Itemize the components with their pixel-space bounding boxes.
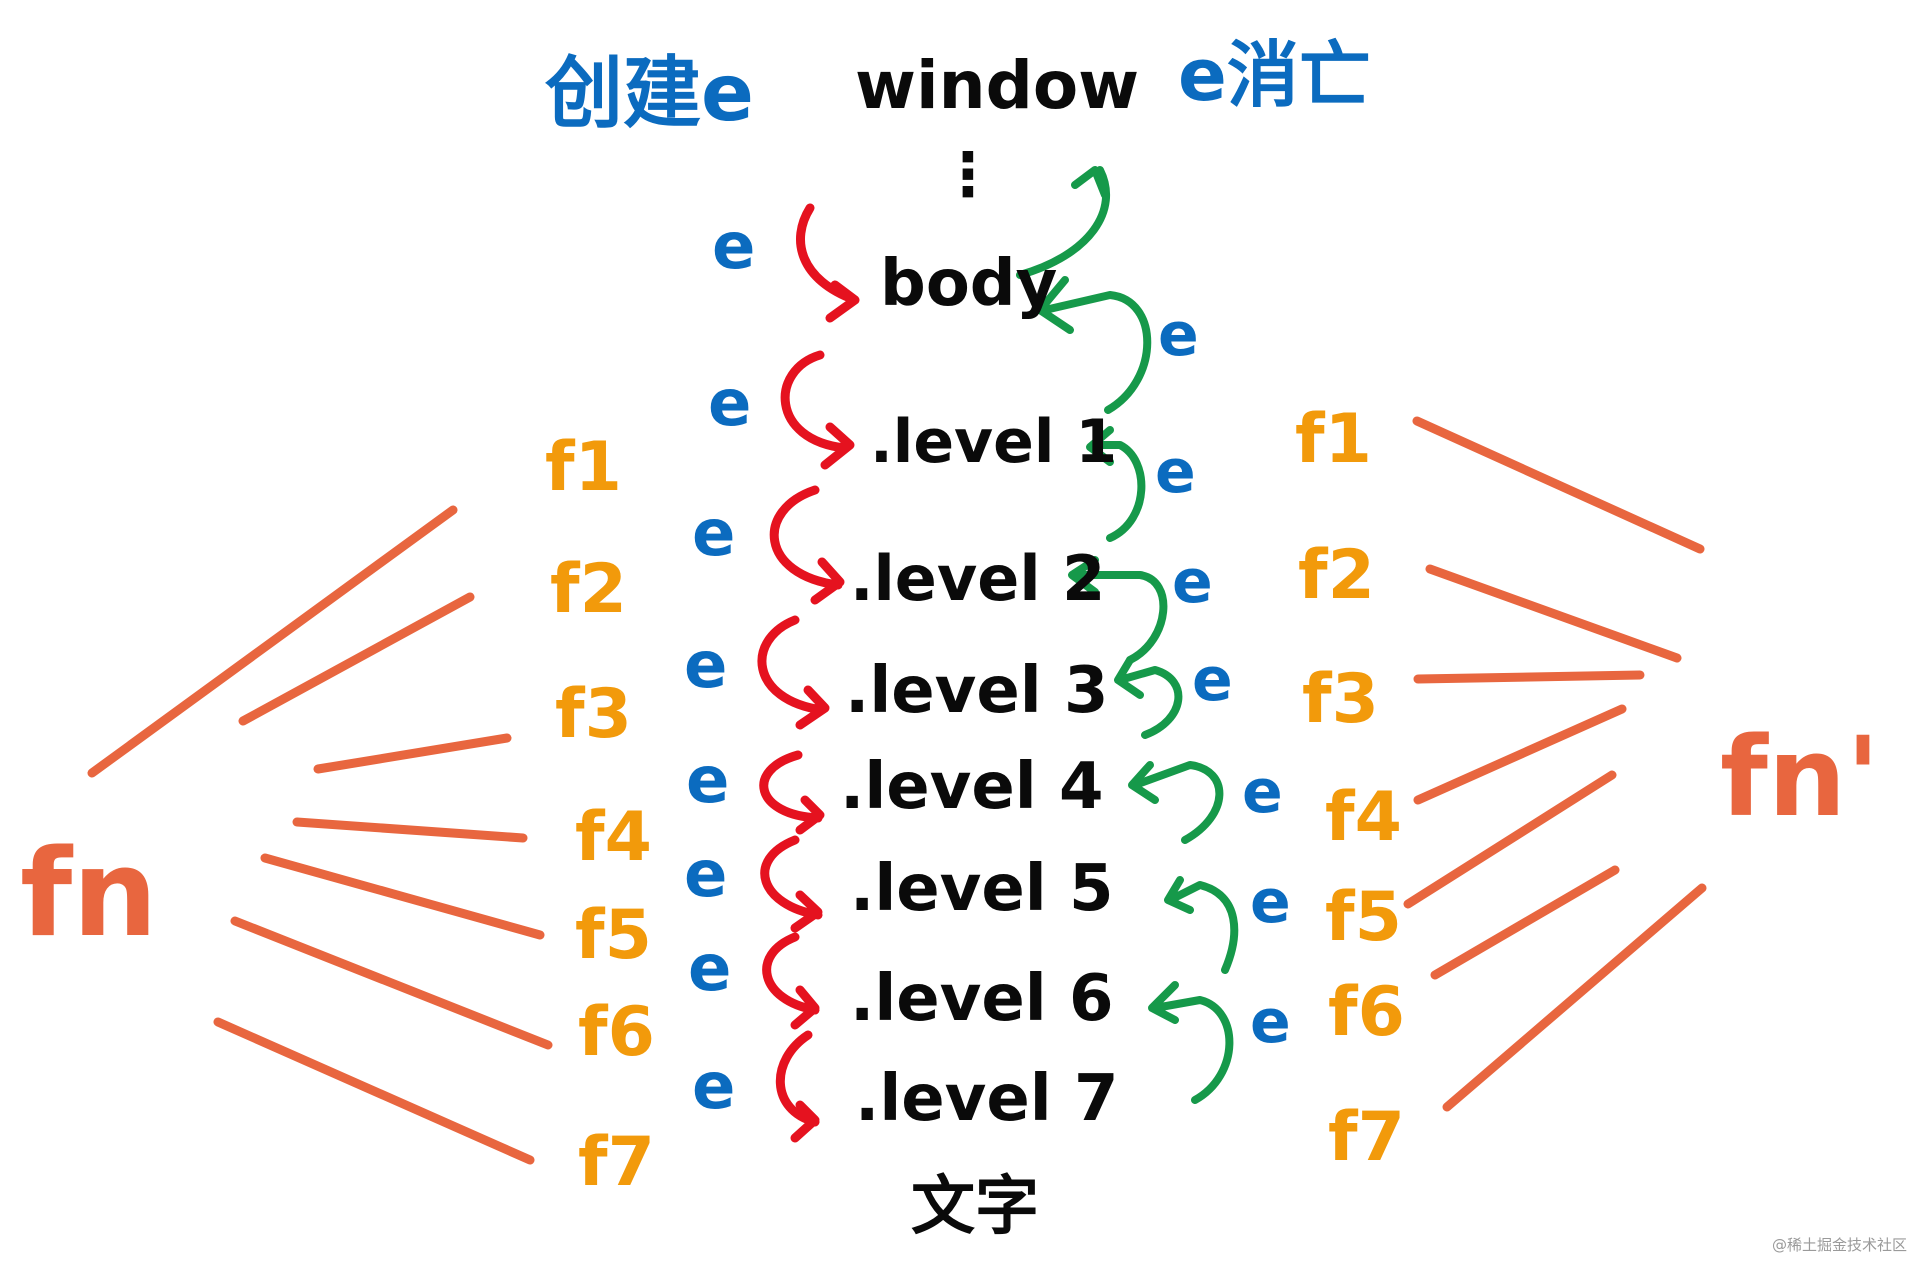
capture-event-e: e xyxy=(692,497,735,571)
left-handler-line-1 xyxy=(87,505,458,778)
left-handler-line-2 xyxy=(238,592,475,726)
bubble-arrow-6 xyxy=(1164,876,1239,974)
node-level-6: .level 6 xyxy=(850,962,1114,1036)
node-level-3: .level 3 xyxy=(845,654,1109,728)
left-handler-line-7 xyxy=(213,1017,535,1165)
node-level-1: .level 1 xyxy=(870,407,1117,477)
right-handler-line-1 xyxy=(1412,416,1705,554)
bubble-arrows xyxy=(1016,166,1239,1104)
node-level-4: .level 4 xyxy=(840,750,1104,824)
left-listener-f2: f2 xyxy=(550,550,627,629)
left-aggregate-fn: fn xyxy=(20,825,158,964)
node-level-2: .level 2 xyxy=(850,542,1105,615)
left-listener-f1: f1 xyxy=(545,428,622,507)
dom-node-list: body .level 1 .level 2 .level 3 .level 4… xyxy=(840,247,1119,1244)
capture-event-e: e xyxy=(686,744,729,818)
left-listener-group: fn f1 f2 f3 f4 f5 f6 f7 xyxy=(20,428,655,1202)
capture-arrow-8 xyxy=(775,1030,820,1143)
bubble-event-e: e xyxy=(1250,987,1291,1057)
right-handler-line-2 xyxy=(1425,564,1682,663)
right-listener-f5: f5 xyxy=(1325,878,1402,957)
left-handler-line-3 xyxy=(313,733,512,774)
right-handler-line-4 xyxy=(1413,704,1627,805)
bubble-arrow-window xyxy=(1016,166,1111,279)
right-listener-group: fn' f1 f2 f3 f4 f5 f6 f7 xyxy=(1295,400,1880,1177)
right-listener-f4: f4 xyxy=(1325,778,1402,857)
window-node-label: window xyxy=(855,47,1139,124)
bubble-arrow-2 xyxy=(1086,426,1146,542)
bubble-arrow-7 xyxy=(1148,981,1234,1104)
capture-arrow-6 xyxy=(760,835,823,933)
capture-event-e: e xyxy=(712,210,755,284)
ellipsis-dots: ⋮ xyxy=(938,140,998,210)
right-handler-line-7 xyxy=(1442,883,1707,1112)
bubble-arrow-5 xyxy=(1128,761,1224,844)
left-listener-f4: f4 xyxy=(575,798,652,877)
left-listener-f7: f7 xyxy=(578,1123,655,1202)
destroy-event-label: e消亡 xyxy=(1178,33,1371,117)
bubble-event-e: e xyxy=(1158,300,1199,370)
capture-event-e: e xyxy=(708,367,751,441)
right-listener-f7: f7 xyxy=(1328,1098,1405,1177)
bubble-event-e: e xyxy=(1192,645,1233,715)
capture-arrow-7 xyxy=(762,932,820,1030)
capture-arrow-3 xyxy=(769,485,845,605)
capture-arrows xyxy=(757,203,860,1143)
bubble-arrow-1 xyxy=(1036,276,1152,414)
watermark: @稀土掘金技术社区 xyxy=(1771,1236,1907,1254)
capture-event-e: e xyxy=(684,629,727,703)
right-handler-line-3 xyxy=(1413,670,1645,684)
left-listener-f6: f6 xyxy=(578,993,655,1072)
node-level-7: .level 7 xyxy=(855,1062,1119,1136)
right-handler-line-5 xyxy=(1403,770,1617,909)
right-listener-f1: f1 xyxy=(1295,400,1372,479)
capture-arrow-5 xyxy=(759,750,825,835)
left-listener-f5: f5 xyxy=(575,896,652,975)
right-handler-line-6 xyxy=(1430,865,1620,980)
target-text-node: 文字 xyxy=(911,1170,1039,1244)
capture-event-e: e xyxy=(692,1050,735,1124)
capture-arrow-2 xyxy=(780,350,855,470)
right-listener-f6: f6 xyxy=(1328,973,1405,1052)
bubble-event-e: e xyxy=(1172,547,1213,617)
node-body: body xyxy=(880,247,1057,321)
bubble-event-e: e xyxy=(1250,867,1291,937)
bubble-arrow-3 xyxy=(1068,556,1168,664)
right-listener-f2: f2 xyxy=(1298,536,1375,615)
capture-event-e: e xyxy=(688,932,731,1006)
create-event-label: 创建e xyxy=(545,49,754,139)
left-handler-line-4 xyxy=(292,817,528,843)
bubble-event-labels: e e e e e e e xyxy=(1155,300,1291,1057)
bubble-event-e: e xyxy=(1155,437,1196,507)
bubble-event-e: e xyxy=(1242,757,1283,827)
bubble-arrow-4 xyxy=(1114,656,1183,739)
left-handler-line-5 xyxy=(260,853,545,940)
right-aggregate-fn-prime: fn' xyxy=(1720,713,1880,841)
capture-event-labels: e e e e e e e e xyxy=(684,210,755,1124)
left-listener-f3: f3 xyxy=(555,675,632,754)
capture-arrow-1 xyxy=(796,203,860,323)
node-level-5: .level 5 xyxy=(850,852,1114,926)
capture-arrow-4 xyxy=(757,615,830,730)
capture-event-e: e xyxy=(684,838,727,912)
right-listener-f3: f3 xyxy=(1302,660,1379,739)
left-handler-line-6 xyxy=(230,916,553,1050)
